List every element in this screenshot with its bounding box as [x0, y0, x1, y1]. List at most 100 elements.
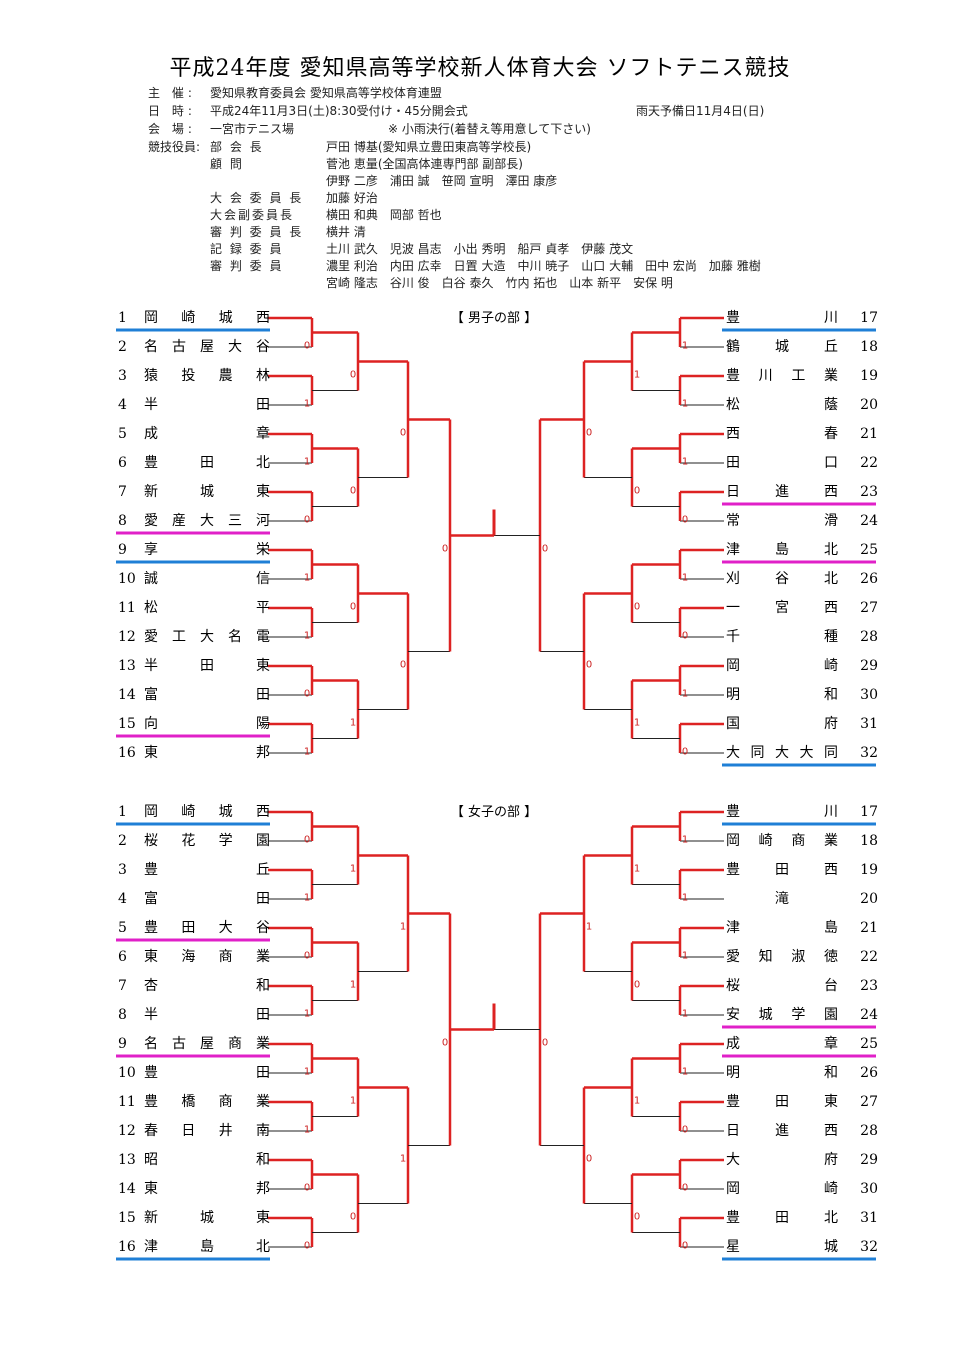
team-name: 大同大大同: [726, 745, 838, 761]
team-number: 12: [118, 629, 136, 645]
team-name: 津島北: [726, 542, 838, 558]
team-name: 半田: [144, 1007, 270, 1023]
team-number: 11: [118, 1094, 136, 1110]
team-name: 豊田北: [726, 1210, 838, 1226]
team-name: 明和: [726, 687, 838, 703]
team-name: 千種: [726, 629, 838, 645]
team-name: 常滑: [726, 513, 838, 529]
team-number: 29: [860, 658, 878, 674]
match-score: 0: [542, 544, 548, 555]
match-score: 0: [634, 602, 640, 613]
match-score: 0: [304, 1241, 310, 1252]
match-score: 0: [304, 951, 310, 962]
team-number: 15: [118, 716, 136, 732]
team-name: 滝: [775, 891, 789, 907]
match-score: 1: [350, 1096, 356, 1107]
team-number: 9: [118, 1036, 127, 1052]
match-score: 1: [304, 893, 310, 904]
match-score: 0: [304, 689, 310, 700]
team-number: 28: [860, 1123, 878, 1139]
official-names: 加藤 好治: [326, 191, 378, 205]
official-names: 菅池 恵量(全国高体連専門部 副部長): [326, 157, 523, 171]
team-name: 大府: [726, 1152, 838, 1168]
match-score: 0: [304, 341, 310, 352]
match-score: 0: [682, 515, 688, 526]
rain-date: 雨天予備日11月4日(日): [636, 104, 765, 118]
team-number: 21: [860, 920, 878, 936]
official-names: 伊野 二彦 浦田 誠 笹岡 宣明 澤田 康彦: [326, 174, 558, 188]
match-score: 1: [682, 1067, 688, 1078]
team-name: 杏和: [144, 978, 270, 994]
official-names: 横井 清: [326, 225, 366, 239]
official-role: 記 録 委 員: [210, 242, 284, 256]
match-score: 1: [682, 689, 688, 700]
team-name: 向陽: [144, 716, 270, 732]
match-score: 1: [350, 864, 356, 875]
match-score: 1: [304, 747, 310, 758]
official-names: 横田 和典 岡部 哲也: [326, 208, 442, 222]
team-entry: 31 豊田北: [726, 1208, 878, 1228]
team-number: 6: [118, 949, 127, 965]
team-entry: 19 豊田西: [726, 860, 878, 880]
team-name: 東海商業: [144, 949, 270, 965]
team-number: 19: [860, 368, 878, 384]
team-entry: 15 向陽: [118, 714, 270, 734]
match-score: 1: [682, 893, 688, 904]
team-number: 6: [118, 455, 127, 471]
team-number: 19: [860, 862, 878, 878]
match-score: 1: [304, 631, 310, 642]
team-number: 18: [860, 833, 878, 849]
match-score: 0: [304, 515, 310, 526]
match-score: 0: [350, 602, 356, 613]
team-name: 国府: [726, 716, 838, 732]
match-score: 1: [634, 370, 640, 381]
official-names: 濃里 利治 内田 広幸 日置 大造 中川 暁子 山口 大輔 田中 宏尚 加藤 雅…: [326, 259, 761, 273]
team-number: 10: [118, 571, 136, 587]
official-role: 顧 問: [210, 157, 244, 171]
team-number: 7: [118, 484, 127, 500]
team-name: 豊田西: [726, 862, 838, 878]
team-name: 岡崎城西: [144, 804, 270, 820]
team-name: 半田東: [144, 658, 270, 674]
team-number: 27: [860, 1094, 878, 1110]
team-number: 24: [860, 513, 878, 529]
team-number: 31: [860, 1210, 878, 1226]
official-names: 土川 武久 児波 昌志 小出 秀明 船戸 貞孝 伊藤 茂文: [326, 242, 634, 256]
team-number: 5: [118, 426, 127, 442]
organizer-value: 愛知県教育委員会 愛知県高等学校体育連盟: [210, 86, 442, 100]
match-score: 1: [682, 951, 688, 962]
team-number: 3: [118, 368, 127, 384]
team-name: 東邦: [144, 1181, 270, 1197]
team-number: 4: [118, 397, 127, 413]
team-number: 21: [860, 426, 878, 442]
match-score: 1: [350, 718, 356, 729]
team-number: 26: [860, 1065, 878, 1081]
team-number: 32: [860, 745, 878, 761]
match-score: 0: [586, 1154, 592, 1165]
team-entry: 24 常滑: [726, 511, 878, 531]
match-score: 0: [682, 631, 688, 642]
venue-note: ※ 小雨決行(着替え等用意して下さい): [388, 122, 591, 136]
